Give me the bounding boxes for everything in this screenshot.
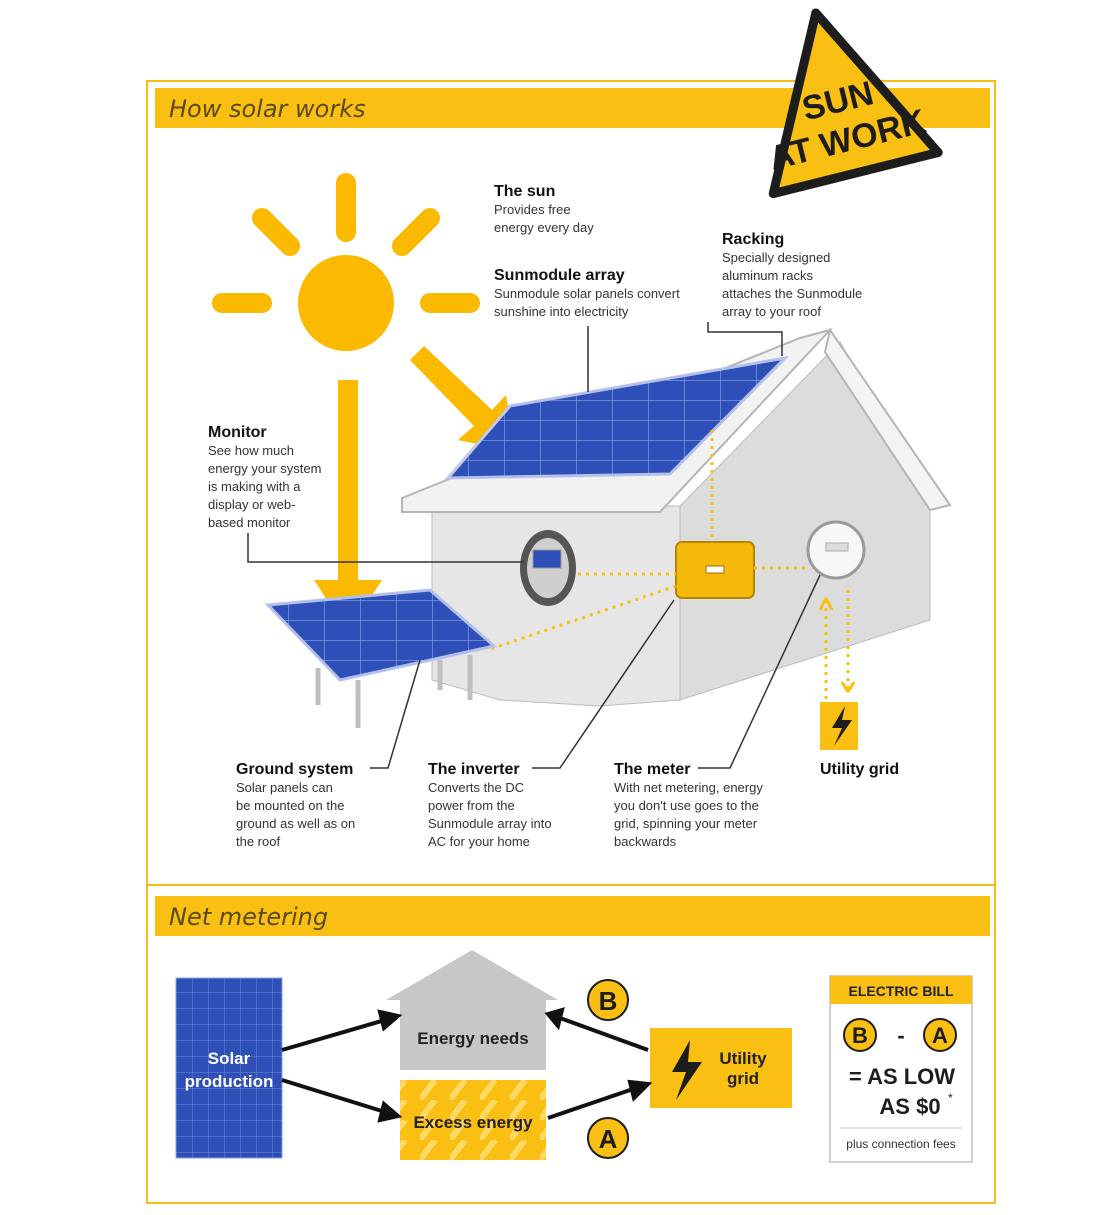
label-title: Utility grid (820, 761, 900, 778)
section-title: Net metering (169, 903, 329, 931)
marker-a: A (587, 1117, 629, 1159)
lightning-icon (672, 1040, 702, 1100)
section-title: How solar works (169, 95, 366, 123)
marker-b: B (587, 979, 629, 1021)
label-title: The meter (614, 761, 691, 778)
label-title: Racking (722, 231, 785, 248)
outer-frame (146, 80, 996, 1204)
excess-energy-box: Excess energy (400, 1080, 546, 1160)
bill-minus: - (897, 1023, 904, 1048)
label-title: The inverter (428, 761, 520, 778)
label-text: Solar panels can be mounted on the groun… (236, 780, 356, 849)
bill-asterisk: * (948, 1091, 953, 1105)
label-monitor: Monitor See how much energy your system … (208, 423, 321, 532)
solar-production-line2: production (185, 1072, 274, 1091)
label-title: The sun (494, 183, 556, 200)
ground-system (264, 588, 498, 728)
energy-flow-lines (487, 430, 850, 700)
label-text: Specially designed aluminum racks attach… (722, 250, 863, 319)
callout-lines (247, 322, 821, 769)
label-text: With net metering, energy you don't use … (614, 780, 763, 849)
label-text: Converts the DC power from the Sunmodule… (428, 780, 552, 849)
label-ground-system: Ground system Solar panels can be mounte… (236, 760, 355, 851)
utility-grid-line2: grid (727, 1069, 759, 1088)
energy-needs-label: Energy needs (417, 1029, 529, 1048)
bill-note: plus connection fees (846, 1137, 955, 1151)
svg-text:A: A (599, 1124, 618, 1154)
sunlight-arrows (314, 346, 516, 632)
bill-line1: = AS LOW (849, 1064, 955, 1089)
section-divider (146, 884, 996, 886)
label-racking: Racking Specially designed aluminum rack… (722, 230, 862, 321)
label-text: Sunmodule solar panels convert sunshine … (494, 286, 680, 319)
bill-title: ELECTRIC BILL (849, 983, 954, 999)
label-title: Ground system (236, 761, 354, 778)
energy-needs-house: Energy needs (386, 950, 558, 1070)
bill-line2: AS $0 (879, 1094, 940, 1119)
sun-icon (212, 173, 480, 351)
solar-production-panel: Solar production (175, 977, 283, 1159)
electric-bill-card: ELECTRIC BILL B - A = AS LOW AS $0 * plu… (829, 975, 973, 1163)
sun-at-work-badge: SUN AT WORK (765, 8, 943, 199)
label-utility-grid: Utility grid (820, 760, 899, 779)
excess-energy-label: Excess energy (413, 1113, 533, 1132)
label-the-meter: The meter With net metering, energy you … (614, 760, 763, 851)
utility-grid-box: Utility grid (650, 1028, 792, 1108)
bill-marker-b: B (852, 1023, 868, 1048)
utility-grid-line1: Utility (719, 1049, 767, 1068)
bill-marker-a: A (932, 1023, 948, 1048)
utility-grid-icon (820, 702, 858, 750)
label-title: Monitor (208, 424, 267, 441)
meter-device (806, 520, 866, 580)
label-text: Provides free energy every day (494, 202, 594, 235)
label-text: See how much energy your system is makin… (208, 443, 322, 530)
label-title: Sunmodule array (494, 267, 625, 284)
inverter-device (675, 541, 755, 599)
label-the-sun: The sun Provides free energy every day (494, 182, 594, 237)
svg-text:B: B (599, 986, 618, 1016)
solar-production-line1: Solar (208, 1049, 251, 1068)
label-the-inverter: The inverter Converts the DC power from … (428, 760, 552, 851)
net-metering-header: Net metering (155, 896, 990, 936)
flow-arrows (281, 1007, 653, 1123)
label-sunmodule-array: Sunmodule array Sunmodule solar panels c… (494, 266, 680, 321)
monitor-device (520, 530, 576, 606)
